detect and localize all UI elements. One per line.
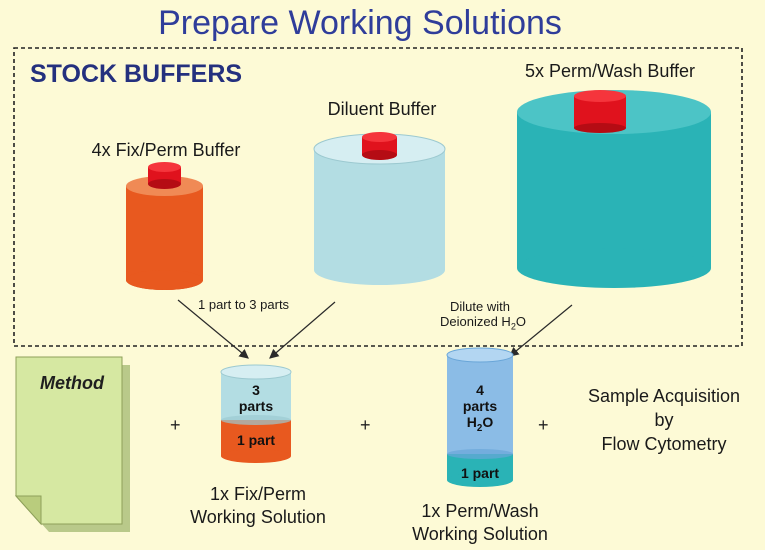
permwash-caption-line2: Working Solution	[412, 524, 548, 544]
fixperm-bottom-part-label: 1 part	[236, 432, 276, 448]
arrow-fixperm-to-working	[177, 299, 249, 359]
diluent-bottle-label: Diluent Buffer	[327, 99, 437, 119]
permwash-bottle-label: 5x Perm/Wash Buffer	[524, 61, 696, 81]
diluent-bottle	[313, 132, 446, 285]
fixperm-caption-line2: Working Solution	[190, 507, 326, 527]
stock-buffers-heading: STOCK BUFFERS	[30, 60, 243, 88]
permwash-bottle	[517, 90, 711, 288]
plus-sign-3: +	[538, 415, 549, 435]
permwash-caption-line1: 1x Perm/Wash	[421, 501, 539, 521]
plus-sign-2: +	[360, 415, 371, 435]
final-step-line2: by	[654, 410, 674, 430]
plus-sign-1: +	[170, 415, 181, 435]
permwash-working-cylinder	[446, 347, 514, 487]
stock-buffers-box	[13, 47, 743, 347]
arrow-diluent-to-working	[269, 301, 336, 359]
fixperm-caption-line1: 1x Fix/Perm	[209, 484, 307, 504]
final-step-line1: Sample Acquisition	[587, 386, 741, 406]
ratio-label: 1 part to 3 parts	[198, 297, 290, 312]
dilute-label-line2: Deionized H2O	[439, 314, 527, 332]
fixperm-bottle	[126, 162, 203, 290]
final-step-line3: Flow Cytometry	[601, 434, 727, 454]
arrow-permwash-to-working	[509, 304, 573, 357]
fixperm-working-cylinder	[220, 364, 292, 463]
dilute-label-line1: Dilute with	[450, 299, 510, 314]
page-title: Prepare Working Solutions	[158, 4, 562, 42]
method-document-icon	[14, 356, 130, 532]
method-label: Method	[40, 373, 104, 393]
fixperm-bottle-label: 4x Fix/Perm Buffer	[91, 140, 241, 160]
permwash-bottom-part-label: 1 part	[460, 465, 500, 481]
